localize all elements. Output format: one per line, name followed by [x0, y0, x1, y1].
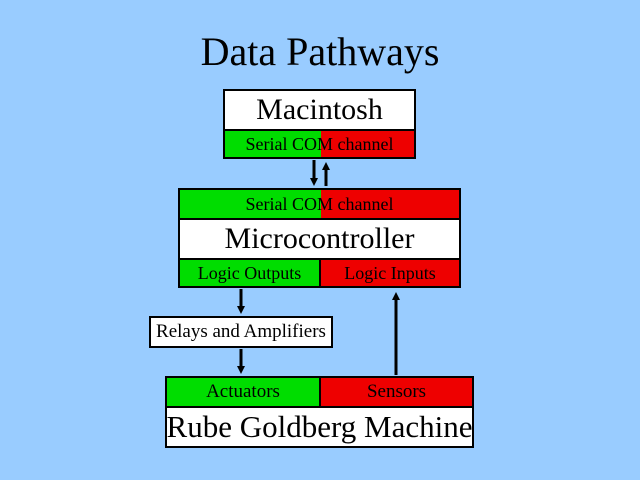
- macintosh-label: Macintosh: [225, 91, 414, 129]
- logic-inputs: Logic Inputs: [321, 258, 459, 286]
- macintosh-serial-channel: Serial COM channel: [225, 129, 414, 157]
- page-title: Data Pathways: [200, 29, 440, 74]
- microcontroller-block: Serial COM channel Microcontroller Logic…: [178, 188, 461, 288]
- actuators: Actuators: [167, 378, 321, 408]
- machine-label: Rube Goldberg Machine: [166, 408, 473, 446]
- relays-amplifiers-block: Relays and Amplifiers: [149, 316, 333, 348]
- rube-goldberg-machine-block: Actuators Sensors Rube Goldberg Machine: [165, 376, 474, 448]
- macintosh-block: Macintosh Serial COM channel: [223, 89, 416, 159]
- sensors: Sensors: [321, 378, 472, 408]
- logic-outputs: Logic Outputs: [180, 258, 321, 286]
- macintosh-serial-channel-label: Serial COM channel: [245, 133, 394, 154]
- microcontroller-serial-channel-label: Serial COM channel: [245, 193, 394, 214]
- microcontroller-label: Microcontroller: [180, 220, 459, 258]
- microcontroller-serial-channel: Serial COM channel: [180, 190, 459, 220]
